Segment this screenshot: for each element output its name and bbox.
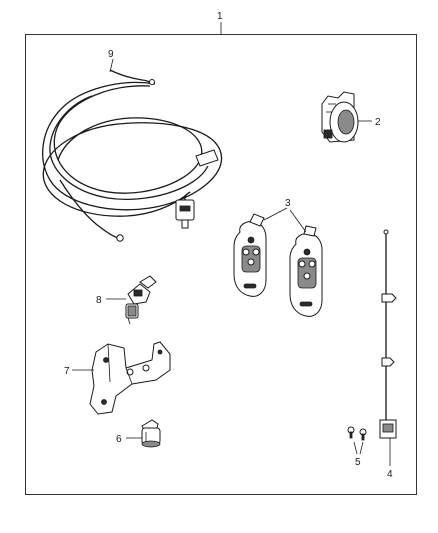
callout-screws: 5: [353, 441, 364, 468]
switch[interactable]: [125, 275, 157, 325]
screw-2[interactable]: [359, 428, 367, 441]
callout-label-switch: 8: [96, 295, 102, 306]
callout-bracket: 7: [64, 366, 94, 377]
callout-antenna: 4: [387, 438, 393, 480]
callout-label-key-fobs: 3: [285, 198, 291, 209]
callout-module: 2: [358, 117, 381, 128]
antenna[interactable]: [379, 229, 397, 439]
callout-label-bracket: 7: [64, 366, 70, 377]
callout-label-harness: 9: [108, 49, 114, 60]
key-fob-right[interactable]: [289, 225, 323, 317]
bracket[interactable]: [89, 341, 171, 415]
callout-label-screws: 5: [355, 457, 361, 468]
callout-label-antenna: 4: [387, 469, 393, 480]
callout-sensor: 6: [116, 434, 142, 445]
callout-kit: 1: [217, 11, 223, 34]
control-module[interactable]: [321, 91, 359, 143]
callout-harness: 9: [108, 49, 114, 73]
screws[interactable]: [347, 426, 367, 441]
wiring-harness[interactable]: [42, 69, 223, 242]
screw-1[interactable]: [347, 426, 355, 439]
kit-frame: [25, 34, 417, 495]
callout-label-sensor: 6: [116, 434, 122, 445]
callout-label-kit: 1: [217, 11, 223, 22]
key-fob-left[interactable]: [233, 213, 267, 297]
callout-label-module: 2: [375, 117, 381, 128]
sensor[interactable]: [141, 419, 161, 448]
callout-key-fobs: 3: [263, 198, 307, 233]
callout-switch: 8: [96, 295, 126, 306]
